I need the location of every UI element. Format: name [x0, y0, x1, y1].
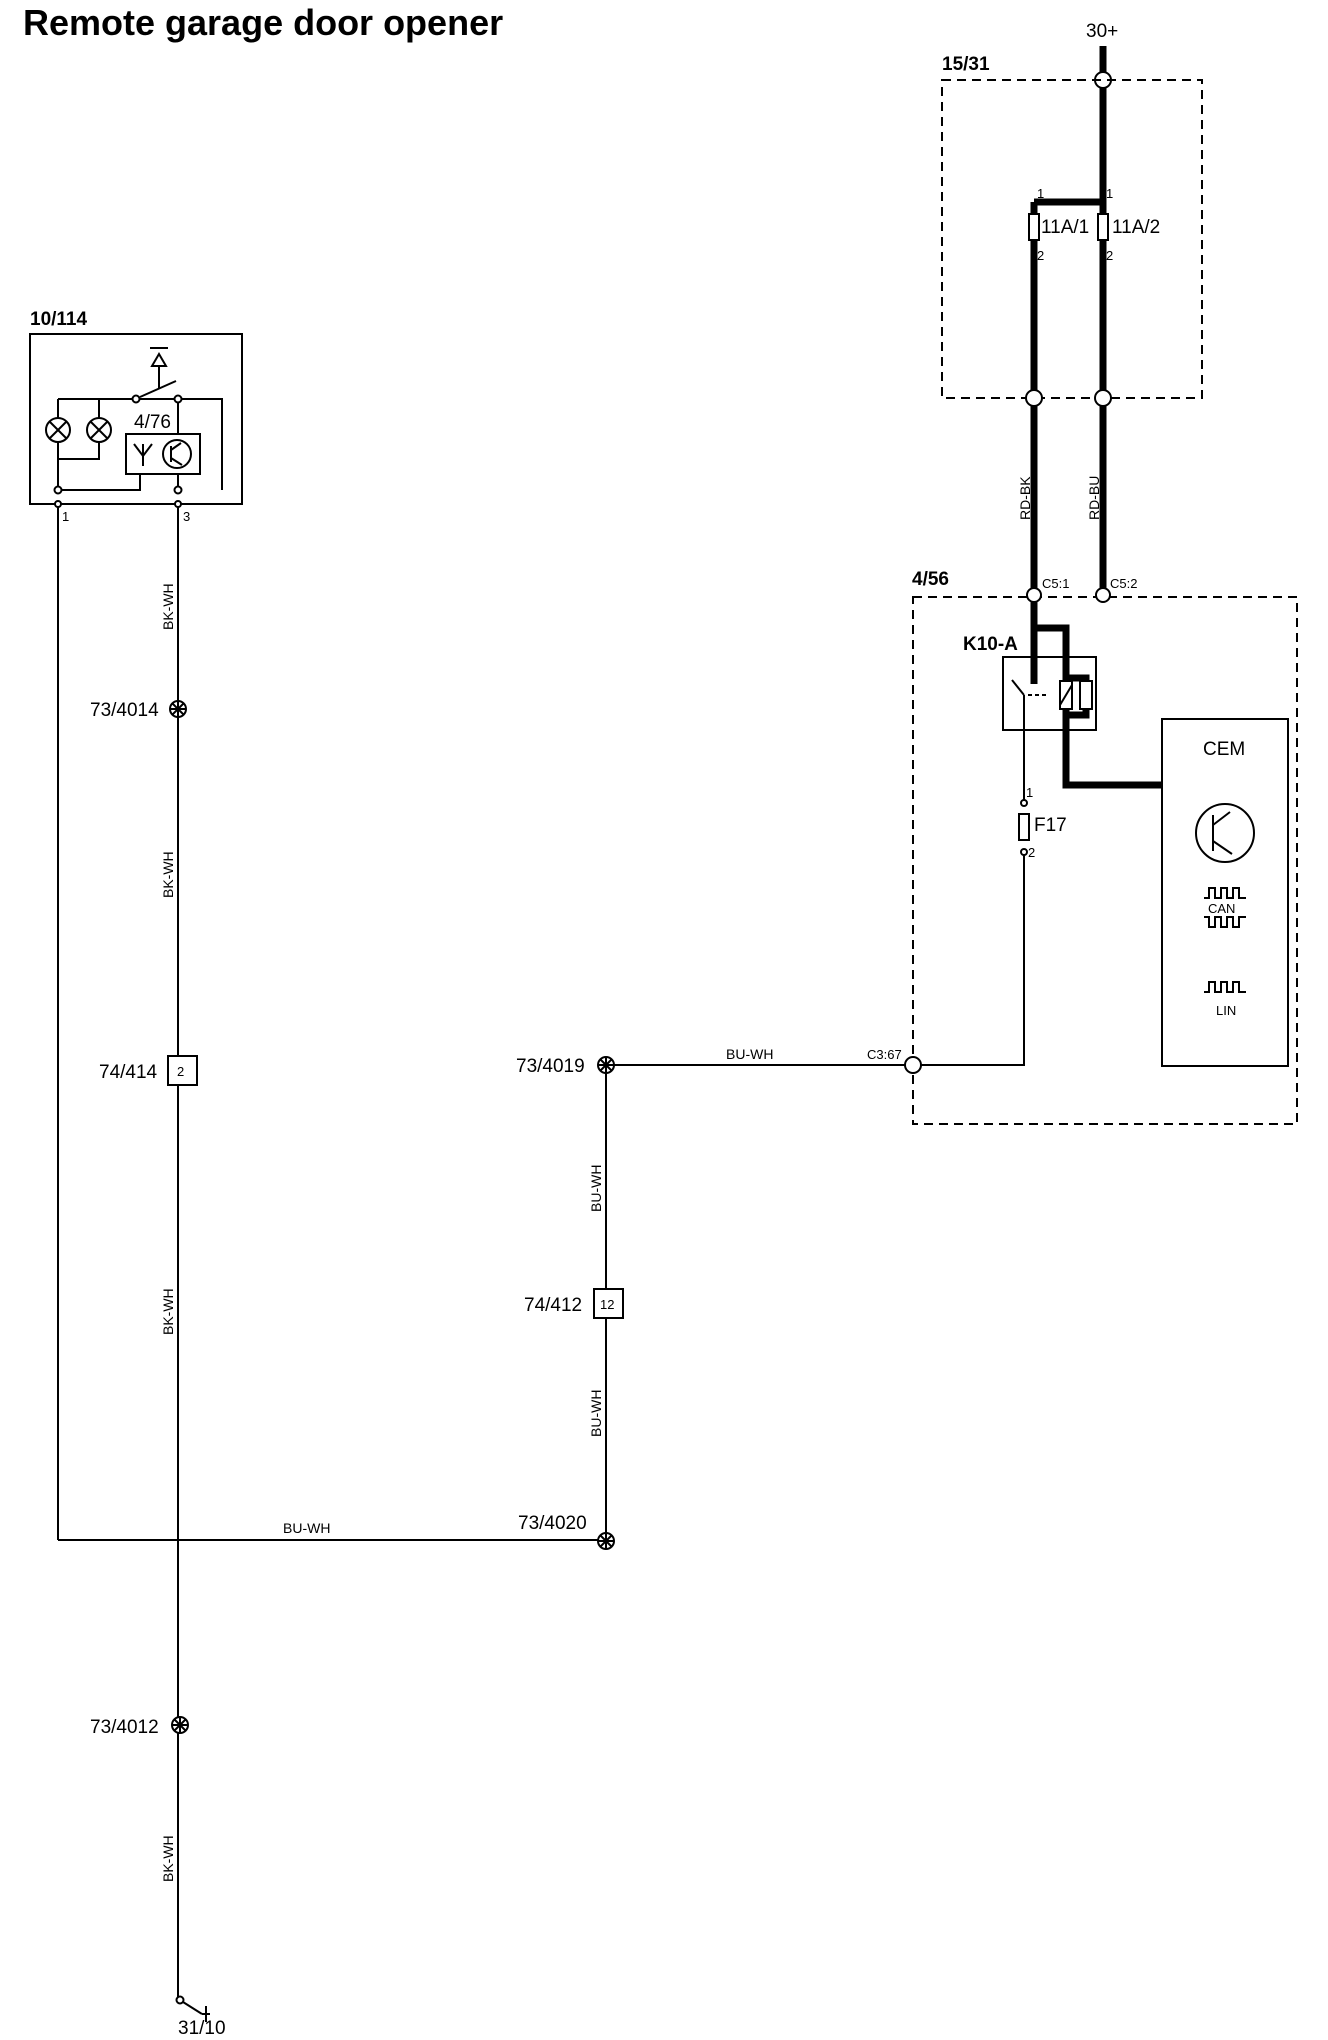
fuse-11a1-icon: 1 2 11A/1	[1028, 186, 1089, 263]
unit-pin-1: 1	[62, 509, 69, 524]
connector-74-414: 2 74/414	[99, 1055, 198, 1086]
unit-pin-3: 3	[183, 509, 190, 524]
svg-text:1: 1	[1106, 186, 1113, 201]
fuse-box-out-right	[1094, 389, 1112, 407]
connector-c3-67	[904, 1056, 922, 1074]
splice-73-4019: 73/4019	[516, 1056, 615, 1077]
garage-opener-unit: 10/114 4/76	[29, 309, 243, 524]
svg-text:73/4020: 73/4020	[518, 1513, 587, 1534]
wire-label-bottom: BU-WH	[283, 1520, 330, 1536]
svg-text:1: 1	[1026, 785, 1033, 800]
svg-text:2: 2	[177, 1064, 184, 1079]
garage-unit-frame	[29, 333, 243, 505]
svg-text:CAN: CAN	[1208, 901, 1235, 916]
wire-label-rdbu: RD-BU	[1086, 476, 1102, 520]
antenna-icon	[133, 443, 153, 466]
connector-74-412: 12 74/412	[524, 1288, 624, 1319]
svg-text:73/4019: 73/4019	[516, 1056, 585, 1077]
fuse-box-label: 15/31	[942, 54, 990, 75]
relay-icon	[1002, 602, 1162, 789]
lamp-icon	[45, 417, 71, 443]
connector-c5-1	[1026, 587, 1042, 603]
pin-c3-67: C3:67	[867, 1047, 902, 1062]
svg-text:12: 12	[600, 1297, 614, 1312]
cem-module-frame	[912, 596, 1298, 1125]
garage-unit-label: 10/114	[30, 309, 87, 330]
wire-label-bkwh-2: BK-WH	[160, 851, 176, 898]
lin-signal-icon: LIN	[1204, 981, 1246, 1018]
svg-text:74/414: 74/414	[99, 1062, 158, 1083]
cem-module-label: 4/56	[912, 569, 949, 590]
cem-box	[1161, 718, 1289, 1067]
svg-text:2: 2	[1028, 845, 1035, 860]
relay-label: K10-A	[963, 634, 1018, 655]
fuse-11a2-icon: 1 2 11A/2	[1097, 186, 1160, 263]
connector-c5-2	[1095, 587, 1111, 603]
svg-text:74/412: 74/412	[524, 1295, 582, 1316]
transistor-icon	[162, 439, 192, 469]
power-label: 30+	[1086, 21, 1118, 42]
fuse-box-frame	[941, 79, 1203, 399]
can-signal-icon: CAN	[1204, 887, 1246, 928]
svg-text:11A/1: 11A/1	[1041, 217, 1089, 238]
splice-73-4014: 73/4014	[90, 700, 187, 721]
wire-label-bkwh-1: BK-WH	[160, 583, 176, 630]
wire-label-bkwh-3: BK-WH	[160, 1288, 176, 1335]
pin-c5-2: C5:2	[1110, 576, 1137, 591]
diagram-title: Remote garage door opener	[23, 2, 503, 43]
wire-label-bkwh-4: BK-WH	[160, 1835, 176, 1882]
svg-text:73/4012: 73/4012	[90, 1717, 159, 1738]
cem-label: CEM	[1203, 739, 1245, 760]
transistor-icon	[1195, 803, 1255, 863]
wire-label-rdbk: RD-BK	[1017, 476, 1033, 520]
svg-text:LIN: LIN	[1216, 1003, 1236, 1018]
wire-f17-c3-67	[920, 855, 1025, 1066]
wire-label-buwh-mid1: BU-WH	[588, 1165, 604, 1212]
unit-internal-loop	[58, 398, 223, 490]
wire-label-buwh-top: BU-WH	[726, 1046, 773, 1062]
pin-c5-1: C5:1	[1042, 576, 1069, 591]
svg-text:2: 2	[1037, 248, 1044, 263]
lamp-icon	[86, 417, 112, 443]
svg-text:2: 2	[1106, 248, 1113, 263]
fuse-box-out-left	[1025, 389, 1043, 407]
button-switch-icon	[131, 347, 183, 404]
splice-73-4012: 73/4012	[90, 1716, 189, 1738]
svg-text:1: 1	[1037, 186, 1044, 201]
ground-icon: 31/10	[175, 1995, 226, 2039]
svg-text:F17: F17	[1034, 815, 1067, 836]
splice-73-4020: 73/4020	[518, 1513, 615, 1550]
svg-text:73/4014: 73/4014	[90, 700, 159, 721]
ground-label: 31/10	[178, 2018, 226, 2039]
wire-label-buwh-mid2: BU-WH	[588, 1390, 604, 1437]
fuse-f17-icon: 1 F17 2	[1018, 785, 1067, 860]
svg-text:11A/2: 11A/2	[1112, 217, 1160, 238]
receiver-label: 4/76	[134, 412, 171, 433]
